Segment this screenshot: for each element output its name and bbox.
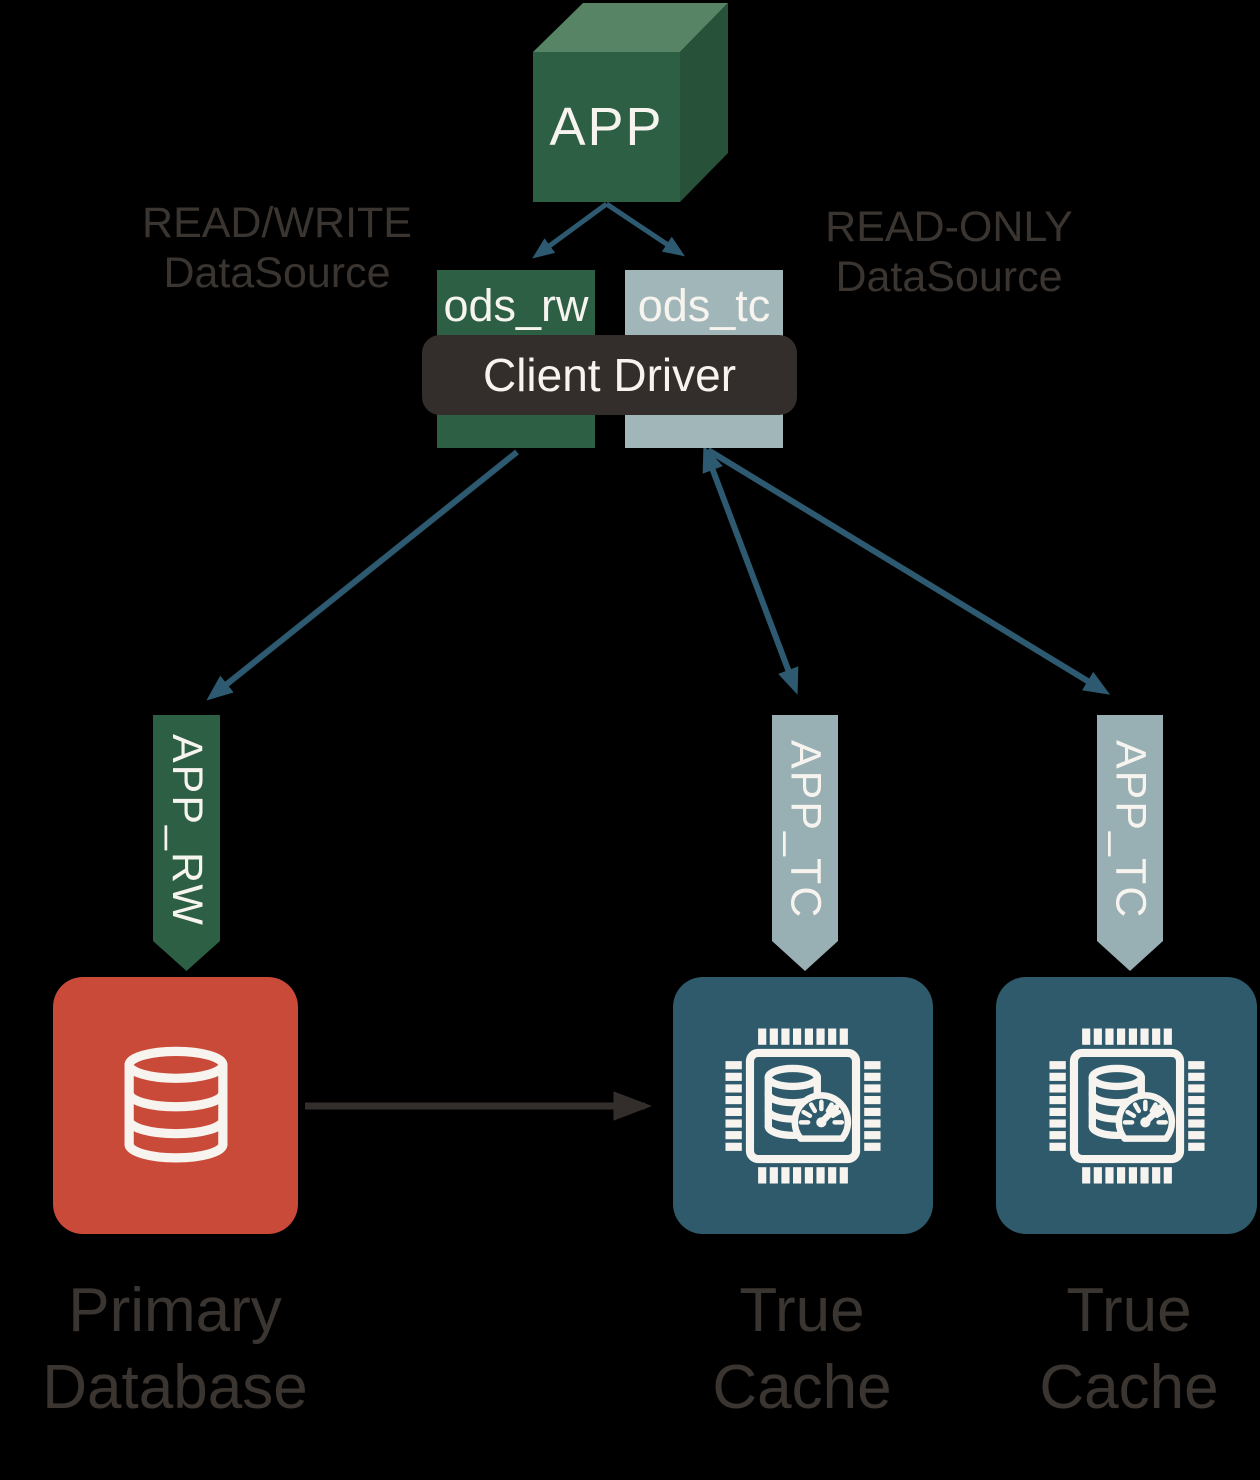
- datasource-line: DataSource: [835, 253, 1063, 301]
- app-tc-service-label: APP_TC: [781, 740, 830, 920]
- cache2-label-line2: Cache: [1039, 1353, 1219, 1422]
- app-cube-right-face: [680, 3, 728, 202]
- database-gauge-chip-icon: [701, 1004, 905, 1208]
- banner-app-tc-1-label-wrap: APP_TC: [772, 715, 838, 955]
- datasource-line: DataSource: [163, 249, 391, 297]
- app-cube-front-face: [533, 52, 680, 202]
- read-write-line: READ/WRITE: [142, 199, 412, 247]
- read-only-line: READ-ONLY: [825, 203, 1073, 251]
- connector-ods-tc-to-app-tc-1: [702, 445, 799, 695]
- primary-database-node: [53, 977, 298, 1234]
- primary-label-line1: Primary: [68, 1276, 282, 1345]
- app-tc-service-label: APP_TC: [1106, 740, 1155, 920]
- database-gauge-chip-icon: [1025, 1004, 1229, 1208]
- true-cache-label-2: True Cache: [969, 1272, 1260, 1426]
- app-cube: [533, 3, 728, 202]
- banner-app-tc-2: [1097, 715, 1163, 971]
- primary-database-label: Primary Database: [15, 1272, 335, 1426]
- true-cache-node-1: [673, 977, 933, 1234]
- banner-app-tc-1: [772, 715, 838, 971]
- banner-app-rw: [153, 715, 220, 971]
- read-write-datasource-label: READ/WRITE DataSource: [127, 198, 427, 298]
- cache1-label-line2: Cache: [712, 1353, 892, 1422]
- cache2-label-line1: True: [1066, 1276, 1192, 1345]
- read-only-datasource-label: READ-ONLY DataSource: [799, 202, 1099, 302]
- client-driver-box: Client Driver: [422, 335, 797, 415]
- connector-ods-tc-to-app-tc-2: [706, 447, 1111, 695]
- connector-ods-rw-to-app-rw: [206, 449, 519, 701]
- true-cache-node-2: [996, 977, 1257, 1234]
- client-driver-label: Client Driver: [482, 349, 737, 401]
- true-cache-label-1: True Cache: [642, 1272, 962, 1426]
- app-rw-service-label: APP_RW: [163, 733, 211, 927]
- database-icon: [105, 1035, 247, 1177]
- ods-rw-label: ods_rw: [443, 280, 589, 331]
- connector-app-to-ods-tc: [605, 201, 685, 257]
- banner-app-tc-2-label-wrap: APP_TC: [1097, 715, 1163, 955]
- app-cube-top-face: [533, 3, 728, 52]
- cache1-label-line1: True: [739, 1276, 865, 1345]
- banner-app-rw-label-wrap: APP_RW: [153, 715, 220, 955]
- connector-app-to-ods-rw: [532, 201, 608, 259]
- app-cube-label: APP: [549, 97, 664, 157]
- primary-label-line2: Database: [42, 1353, 308, 1422]
- ods-tc-label: ods_tc: [637, 280, 771, 331]
